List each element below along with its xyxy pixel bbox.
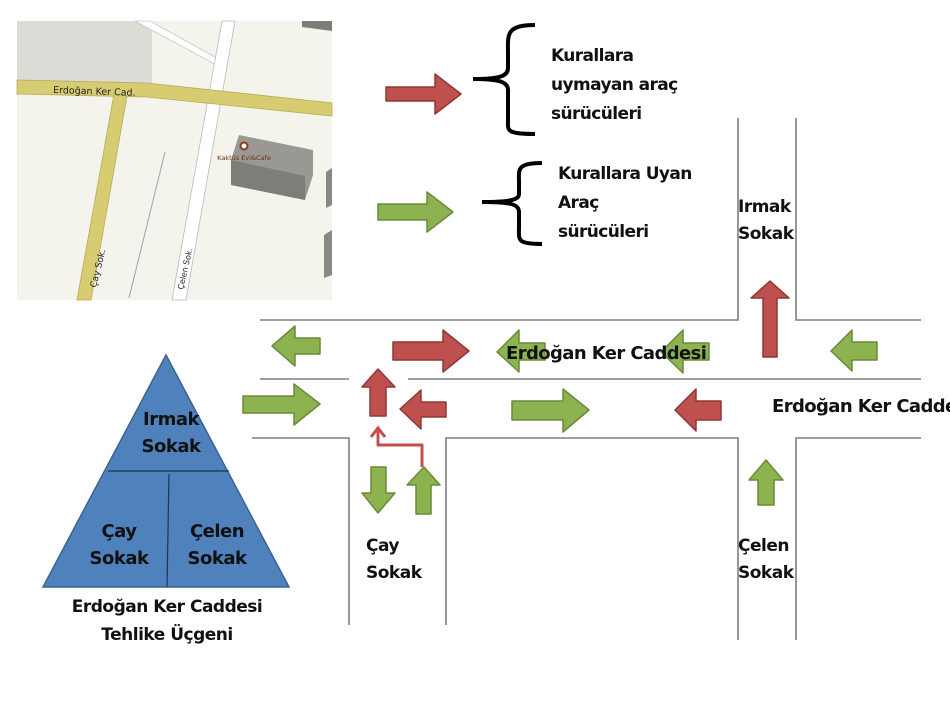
legend-violators-line1: Kurallara xyxy=(551,46,634,66)
cafe-poi-icon xyxy=(239,141,249,151)
map-label-erdogan: Erdoğan Ker Cad. xyxy=(53,85,136,99)
label-celen-sokak: Çelen Sokak xyxy=(738,533,794,587)
traffic-arrows xyxy=(242,280,878,515)
arrow-green-west-1 xyxy=(271,325,321,367)
map-park-area xyxy=(17,21,152,83)
map-road-cay xyxy=(76,93,128,301)
legend-compliant-text: Kurallara Uyan Araç sürücüleri xyxy=(558,160,692,247)
arrow-red-west-1 xyxy=(399,389,447,430)
arrow-red-north-cay xyxy=(361,368,396,417)
map-building-right-2 xyxy=(324,230,332,278)
arrow-green-east-1 xyxy=(242,383,321,426)
legend xyxy=(377,23,543,246)
triangle-label-cay: Çay Sokak xyxy=(74,518,164,572)
arrow-red-east-wrongway xyxy=(392,329,470,373)
triangle-caption: Erdoğan Ker Caddesi Tehlike Üçgeni xyxy=(36,593,298,649)
legend-compliant-line2: Araç xyxy=(558,193,599,213)
map-building-top xyxy=(302,21,332,31)
triangle-irmak-line2: Sokak xyxy=(141,436,201,457)
triangle-divider-vertical xyxy=(166,473,170,588)
label-main-street-right: Erdoğan Ker Caddesi xyxy=(772,396,950,417)
arrow-red-turn-head xyxy=(369,425,387,438)
arrow-red-north-irmak xyxy=(750,280,790,358)
arrow-green-north-celen xyxy=(748,459,784,506)
triangle-cay-line2: Sokak xyxy=(89,548,149,569)
arrow-green-east-2 xyxy=(511,388,590,433)
legend-violators-text: Kurallara uymayan araç sürücüleri xyxy=(551,42,678,129)
triangle-caption-line2: Tehlike Üçgeni xyxy=(101,625,233,645)
arrow-green-west-3 xyxy=(660,329,710,374)
label-main-street: Erdoğan Ker Caddesi xyxy=(506,343,706,364)
irmak-left-curb xyxy=(260,118,739,321)
map-poi-label: Kaktüs Evi&Cafe xyxy=(217,154,271,162)
map-road-erdogan xyxy=(16,79,333,117)
legend-green-arrow xyxy=(377,191,454,233)
map-stream xyxy=(128,151,166,299)
danger-triangle xyxy=(41,353,291,588)
triangle-celen-line1: Çelen xyxy=(189,521,245,542)
triangle-celen-line2: Sokak xyxy=(187,548,247,569)
cay-left-curb xyxy=(252,437,350,625)
legend-compliant-line1: Kurallara Uyan xyxy=(558,164,692,184)
triangle-label-irmak: Irmak Sokak xyxy=(126,406,216,460)
triangle-label-celen: Çelen Sokak xyxy=(172,518,262,572)
legend-red-arrow xyxy=(385,73,462,115)
triangle-caption-line1: Erdoğan Ker Caddesi xyxy=(71,597,263,617)
triangle-cay-line1: Çay xyxy=(101,521,137,542)
street-outlines xyxy=(252,118,921,640)
arrow-green-west-4 xyxy=(830,329,878,372)
label-cay-line2: Sokak xyxy=(366,563,422,583)
arrow-green-south-cay xyxy=(361,466,396,514)
label-celen-line1: Çelen xyxy=(738,536,789,556)
arrow-green-north-cay xyxy=(406,466,441,515)
arrow-red-turn-path xyxy=(376,430,424,467)
label-cay-sokak: Çay Sokak xyxy=(366,533,422,587)
celen-right-curb xyxy=(795,437,921,640)
map-building-right xyxy=(326,168,332,208)
label-irmak-line1: Irmak xyxy=(738,197,791,217)
legend-violators-line3: sürücüleri xyxy=(551,104,642,124)
map-snippet: Kaktüs Evi&Cafe Erdoğan Ker Cad. Çay Sok… xyxy=(16,20,333,301)
arrow-red-west-2 xyxy=(674,388,722,432)
label-celen-line2: Sokak xyxy=(738,563,794,583)
legend-brace-compliant xyxy=(481,161,543,246)
triangle-irmak-line1: Irmak xyxy=(143,409,199,430)
legend-compliant-line3: sürücüleri xyxy=(558,222,649,242)
legend-violators-line2: uymayan araç xyxy=(551,75,678,95)
label-cay-line1: Çay xyxy=(366,536,400,556)
legend-brace-violators xyxy=(472,23,536,136)
label-irmak-line2: Sokak xyxy=(738,224,794,244)
irmak-right-curb xyxy=(795,118,921,321)
arrow-green-west-2 xyxy=(496,329,546,373)
cay-celen-curb xyxy=(445,437,739,640)
label-irmak-sokak: Irmak Sokak xyxy=(738,194,794,248)
